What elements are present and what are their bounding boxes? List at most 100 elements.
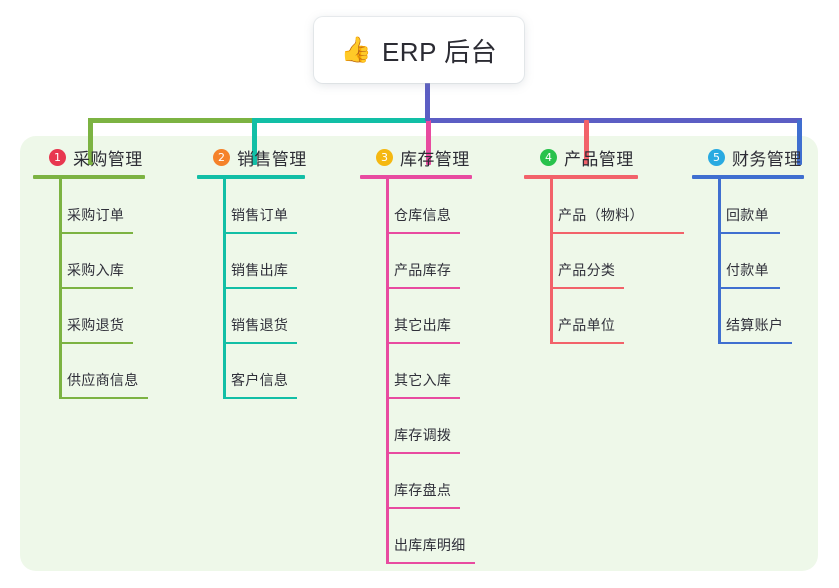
branch-title: 采购管理 [73, 149, 143, 169]
branch-header-3[interactable]: 3 库存管理 [360, 145, 472, 169]
branch-item-underline [59, 287, 133, 289]
branch-item[interactable]: 产品（物料） [524, 179, 684, 234]
thumbs-up-icon: 👍 [340, 35, 372, 64]
branch-drop-1 [88, 120, 93, 165]
connector-bus-segment-right [426, 118, 758, 123]
branch-items: 仓库信息产品库存其它出库其它入库库存调拨库存盘点出库库明细 [360, 179, 475, 564]
branch-item-underline [718, 287, 780, 289]
branch-item-label: 仓库信息 [394, 207, 452, 223]
branch-item[interactable]: 仓库信息 [360, 179, 472, 234]
branch-item[interactable]: 采购订单 [33, 179, 145, 234]
branch-item-label: 回款单 [726, 207, 769, 223]
branch-item-underline [223, 287, 297, 289]
branch-item[interactable]: 产品库存 [360, 234, 472, 289]
branch-column-1: 1 采购管理采购订单采购入库采购退货供应商信息 [33, 145, 148, 399]
branch-drop-5 [797, 120, 802, 165]
branch-item-label: 供应商信息 [67, 372, 139, 388]
branch-item-label: 客户信息 [231, 372, 289, 388]
branch-item-underline [59, 342, 133, 344]
branch-item-underline [718, 232, 780, 234]
branch-item-underline [386, 562, 475, 564]
branch-item-label: 结算账户 [726, 317, 784, 333]
branch-item-label: 库存盘点 [394, 482, 452, 498]
branch-trunk-line [59, 179, 62, 399]
branch-item-underline [223, 342, 297, 344]
branch-items: 采购订单采购入库采购退货供应商信息 [33, 179, 148, 399]
branch-item-label: 其它出库 [394, 317, 452, 333]
branch-item[interactable]: 付款单 [692, 234, 804, 289]
branch-item-underline [550, 287, 624, 289]
branch-header-rule [360, 175, 472, 179]
branch-item[interactable]: 客户信息 [197, 344, 307, 399]
branch-item-label: 销售订单 [231, 207, 289, 223]
branch-header-5[interactable]: 5 财务管理 [692, 145, 804, 169]
branch-item[interactable]: 供应商信息 [33, 344, 148, 399]
connector-bus-segment-mid [252, 118, 428, 123]
branch-number-badge: 1 [49, 148, 66, 166]
branch-item[interactable]: 库存盘点 [360, 454, 472, 509]
branch-drop-3 [426, 120, 431, 165]
branch-item[interactable]: 采购入库 [33, 234, 145, 289]
branch-trunk-line [718, 179, 721, 344]
branch-item[interactable]: 库存调拨 [360, 399, 472, 454]
root-connector-stem [425, 76, 430, 121]
branch-item[interactable]: 销售出库 [197, 234, 307, 289]
branch-item-underline [550, 342, 624, 344]
diagram-panel-background [20, 136, 818, 571]
branch-item[interactable]: 其它出库 [360, 289, 472, 344]
connector-bus-segment-far-right [756, 118, 802, 123]
branch-item-underline [718, 342, 792, 344]
branch-item-label: 库存调拨 [394, 427, 452, 443]
branch-item-underline [386, 452, 460, 454]
branch-title: 库存管理 [400, 149, 470, 169]
branch-item-underline [223, 232, 297, 234]
branch-item-underline [550, 232, 684, 234]
root-node[interactable]: 👍 ERP 后台 [314, 17, 524, 83]
branch-items: 销售订单销售出库销售退货客户信息 [197, 179, 307, 399]
branch-title: 产品管理 [564, 149, 634, 169]
branch-column-3: 3 库存管理仓库信息产品库存其它出库其它入库库存调拨库存盘点出库库明细 [360, 145, 475, 564]
branch-item-label: 采购入库 [67, 262, 125, 278]
branch-item-underline [386, 507, 460, 509]
branch-item-underline [386, 342, 460, 344]
branch-item-label: 产品（物料） [558, 207, 644, 223]
root-node-label: ERP 后台 [381, 36, 498, 67]
branch-header-rule [197, 175, 305, 179]
branch-item-label: 销售退货 [231, 317, 289, 333]
connector-bus-segment-left [88, 118, 254, 123]
branch-column-5: 5 财务管理回款单付款单结算账户 [692, 145, 804, 344]
branch-number-badge: 5 [708, 148, 725, 166]
branch-item-label: 采购退货 [67, 317, 125, 333]
branch-header-rule [692, 175, 804, 179]
branch-item[interactable]: 出库库明细 [360, 509, 475, 564]
branch-item-label: 付款单 [726, 262, 769, 278]
branch-item[interactable]: 其它入库 [360, 344, 472, 399]
branch-item-underline [59, 397, 148, 399]
branch-number-badge: 2 [213, 148, 230, 166]
branch-item[interactable]: 产品单位 [524, 289, 638, 344]
branch-number-badge: 3 [376, 148, 393, 166]
branch-items: 回款单付款单结算账户 [692, 179, 804, 344]
branch-item[interactable]: 销售订单 [197, 179, 307, 234]
branch-header-1[interactable]: 1 采购管理 [33, 145, 145, 169]
branch-item[interactable]: 回款单 [692, 179, 804, 234]
branch-item[interactable]: 销售退货 [197, 289, 307, 344]
branch-item-label: 产品库存 [394, 262, 452, 278]
branch-item[interactable]: 采购退货 [33, 289, 145, 344]
branch-item[interactable]: 产品分类 [524, 234, 638, 289]
branch-drop-2 [252, 120, 257, 165]
branch-item-label: 产品单位 [558, 317, 616, 333]
branch-item-underline [386, 232, 460, 234]
branch-item-underline [386, 397, 460, 399]
branch-drop-4 [584, 120, 589, 165]
branch-title: 财务管理 [732, 149, 802, 169]
branch-item[interactable]: 结算账户 [692, 289, 804, 344]
branch-item-label: 出库库明细 [394, 537, 466, 553]
branch-item-label: 产品分类 [558, 262, 616, 278]
branch-trunk-line [223, 179, 226, 399]
